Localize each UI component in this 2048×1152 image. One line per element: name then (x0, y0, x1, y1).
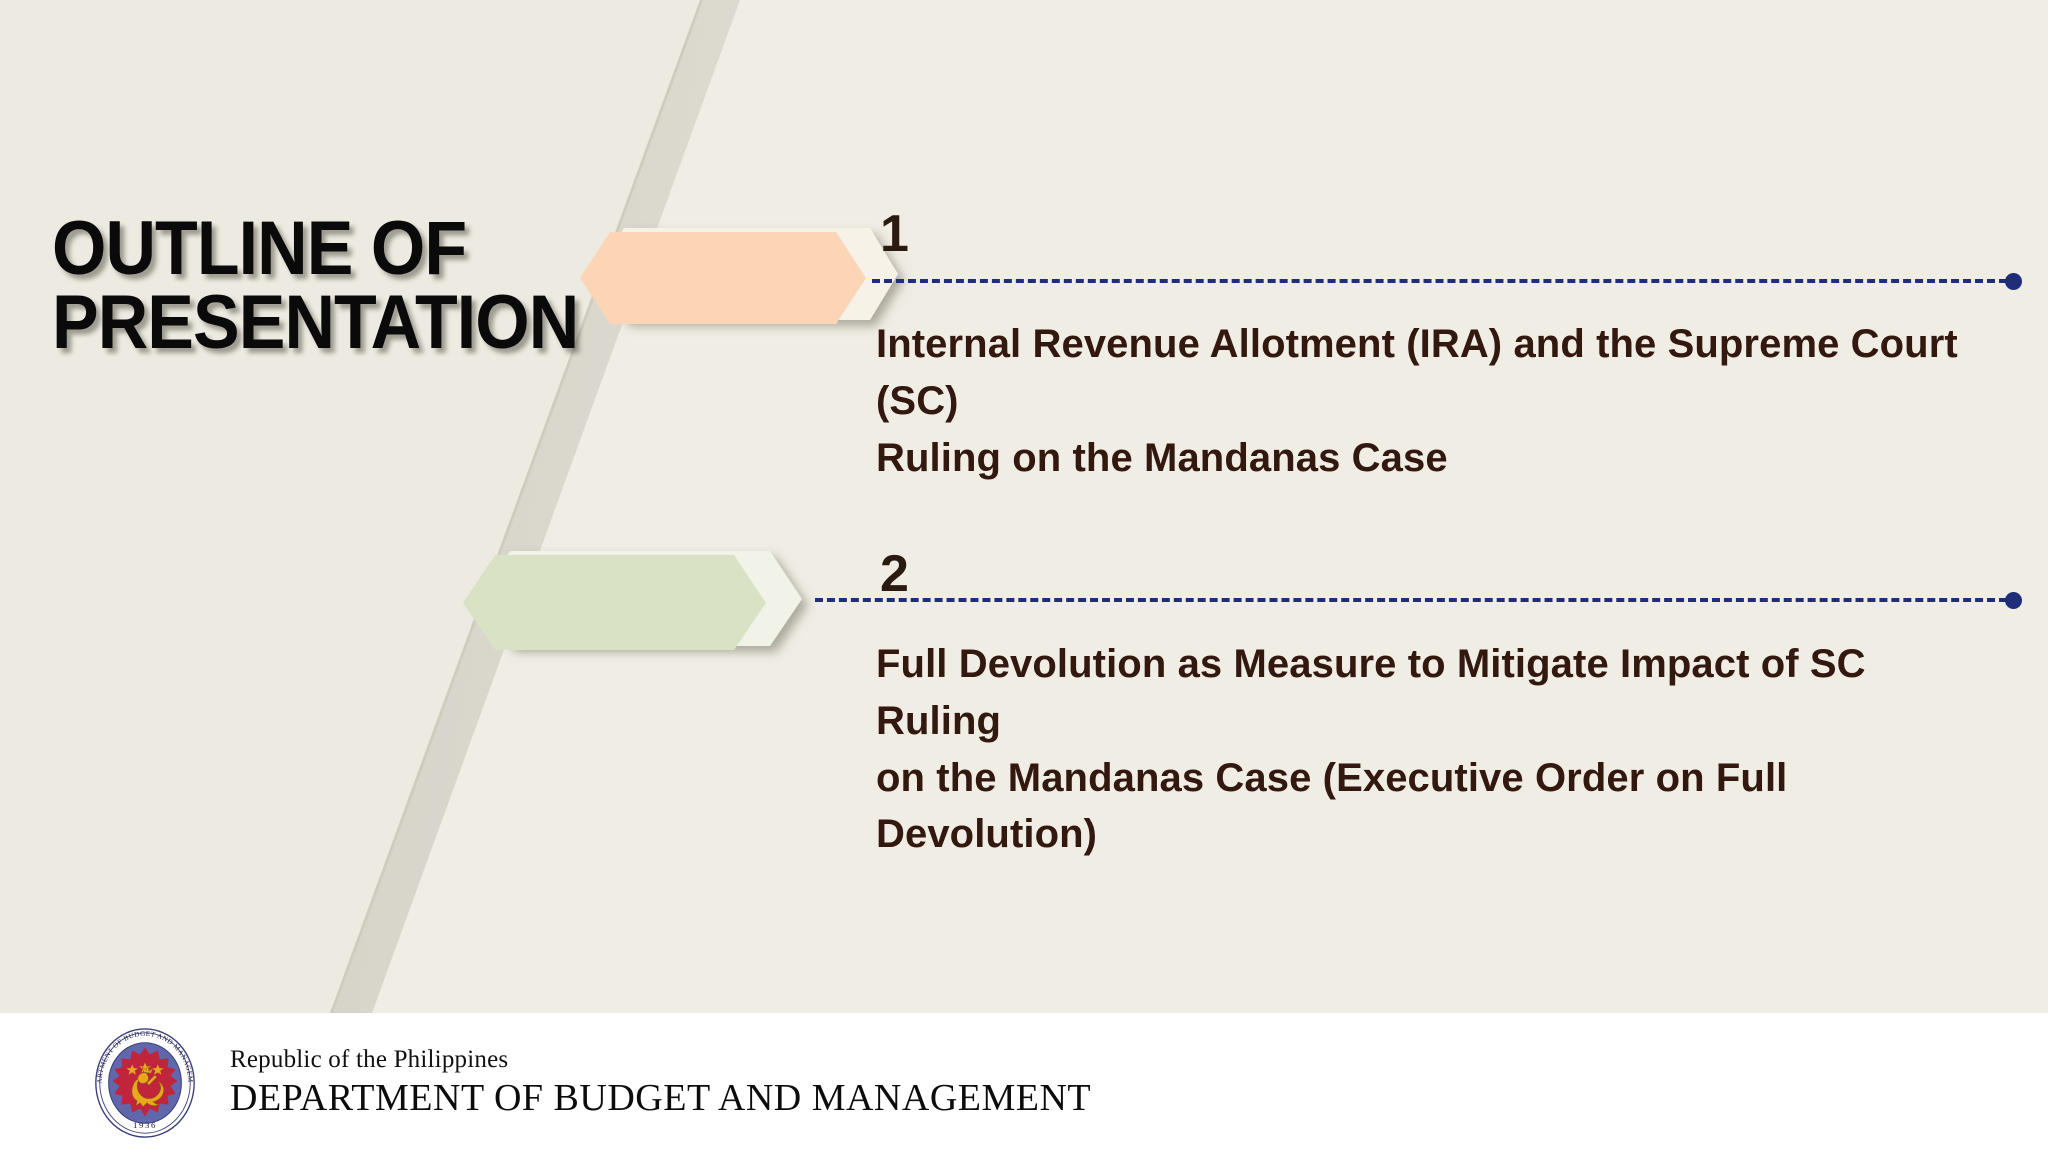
page-title-line-2: PRESENTATION (52, 280, 579, 366)
item-number-1: 1 (880, 205, 909, 263)
footer-republic-line: Republic of the Philippines (230, 1046, 509, 1074)
footer-text-block: Republic of the Philippines DEPARTMENT O… (230, 1045, 1091, 1121)
seal-year-text: 1936 (133, 1120, 157, 1130)
dashed-line-item-1 (872, 279, 2007, 283)
item-number-2: 2 (880, 545, 909, 603)
page-title-line-1: OUTLINE OF (52, 206, 467, 291)
dashed-line-item-2 (815, 598, 2007, 602)
item-text-1-line-2: Ruling on the Mandanas Case (876, 435, 1448, 480)
item-text-2: Full Devolution as Measure to Mitigate I… (876, 636, 1976, 863)
chevron-fill-item-1 (580, 232, 866, 324)
dbm-seal-icon: DEPARTMENT OF BUDGET AND MANAGEMENT 1936 (86, 1024, 195, 1138)
item-text-2-line-1: Full Devolution as Measure to Mitigate I… (876, 642, 1866, 743)
connector-line-item-1 (872, 272, 2022, 290)
page-title: OUTLINE OF PRESENTATION (52, 206, 579, 366)
item-text-1-line-1: Internal Revenue Allotment (IRA) and the… (876, 322, 1958, 423)
chevron-shape-item-2 (462, 551, 802, 673)
chevron-fill-item-2 (463, 555, 766, 650)
chevron-shape-item-1 (578, 228, 898, 348)
footer: DEPARTMENT OF BUDGET AND MANAGEMENT 1936… (86, 1024, 1091, 1142)
endpoint-dot-item-2 (2005, 591, 2022, 609)
item-text-1: Internal Revenue Allotment (IRA) and the… (876, 316, 1976, 486)
item-text-2-line-2: on the Mandanas Case (Executive Order on… (876, 755, 1788, 857)
footer-department-line: DEPARTMENT OF BUDGET AND MANAGEMENT (230, 1077, 1092, 1120)
endpoint-dot-item-1 (2005, 272, 2022, 290)
connector-line-item-2 (815, 591, 2022, 609)
footer-band (0, 1013, 2048, 1152)
